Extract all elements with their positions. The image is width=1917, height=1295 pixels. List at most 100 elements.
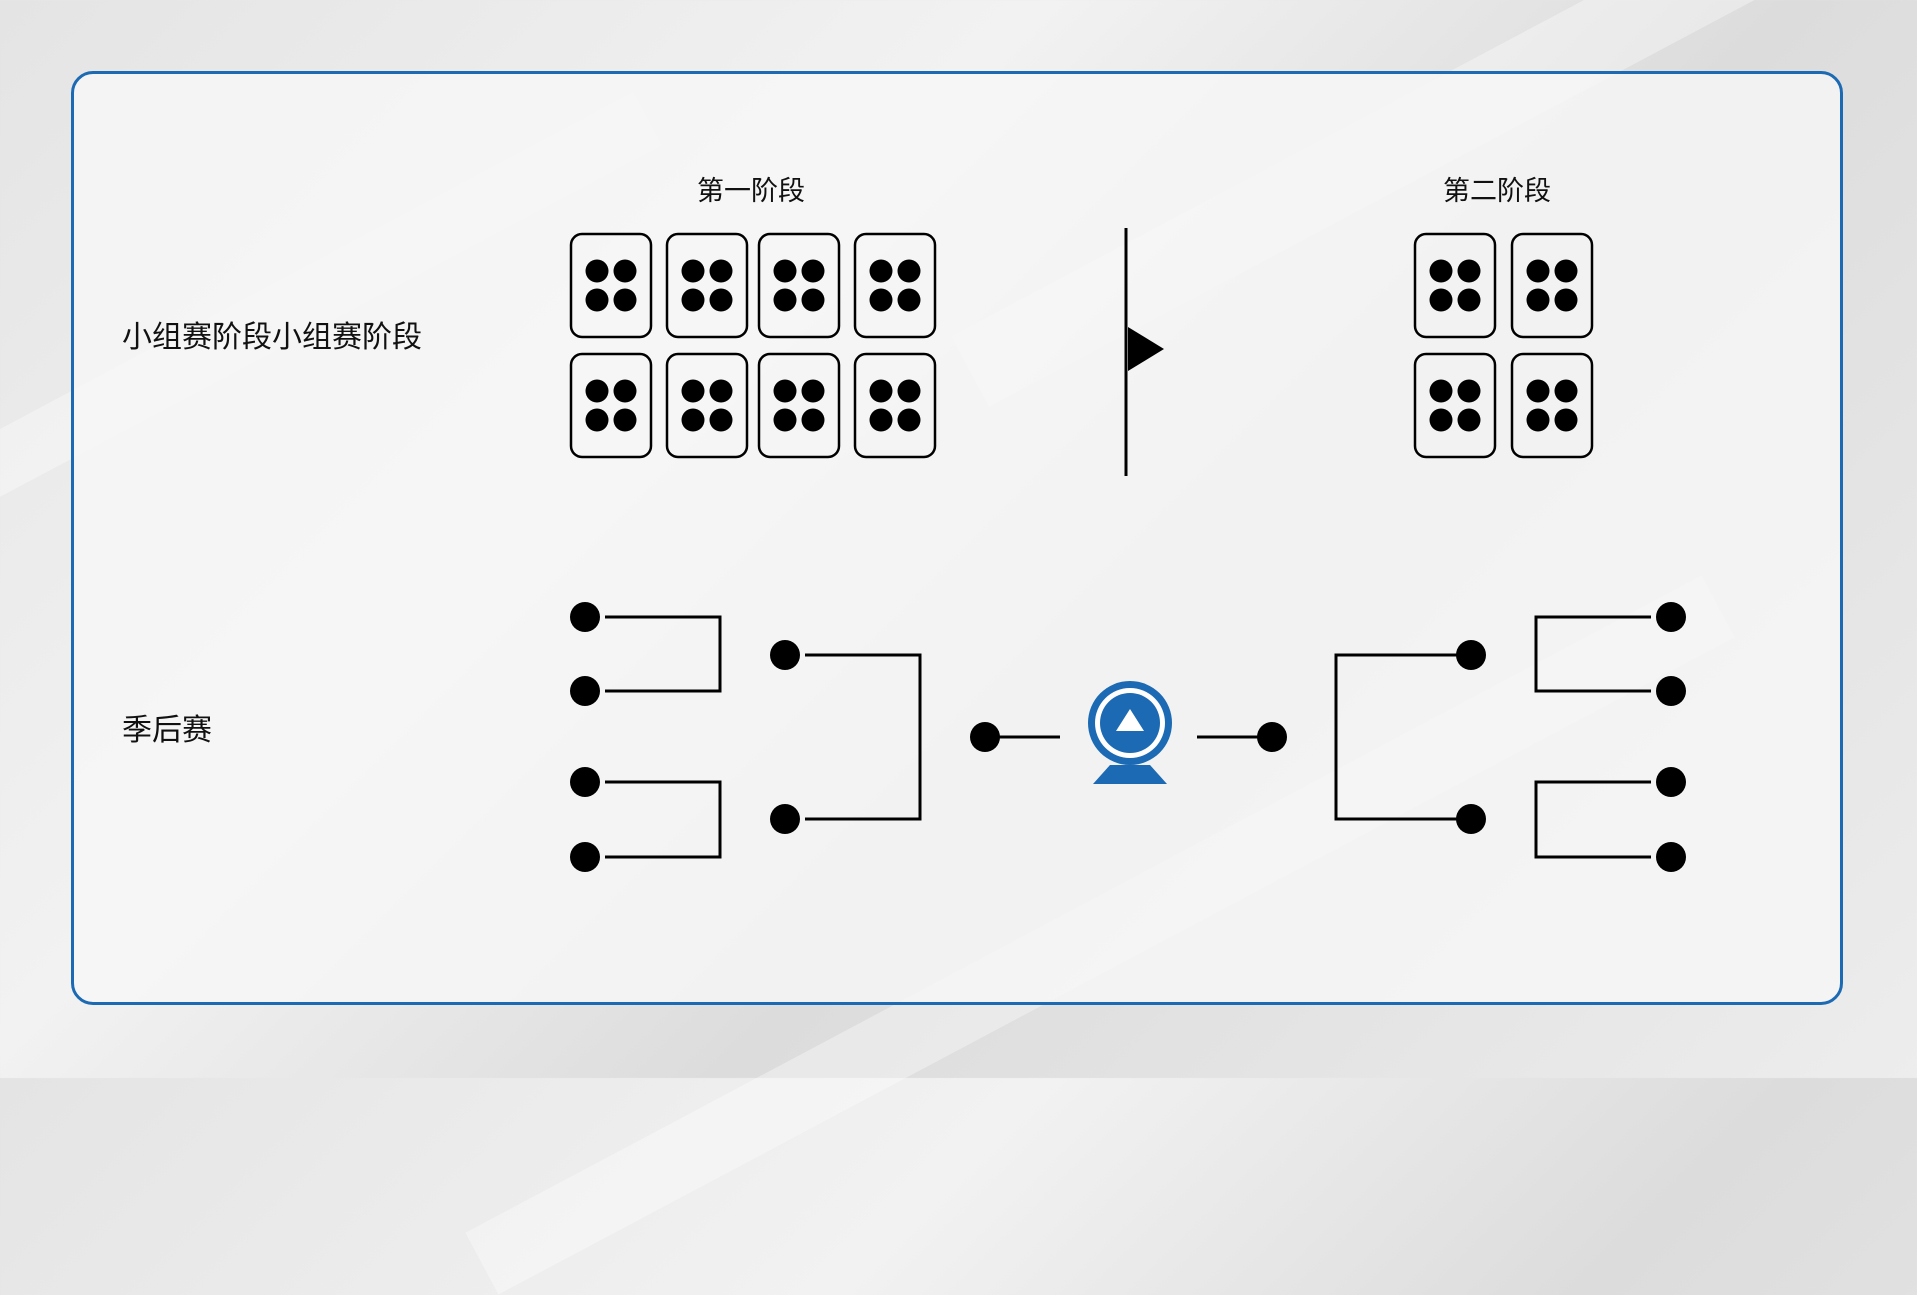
team-dot: [1554, 408, 1578, 432]
team-dot: [1457, 408, 1481, 432]
team-dot: [1429, 408, 1453, 432]
group-box-frame: [1413, 352, 1497, 459]
group-box-frame: [569, 232, 653, 339]
tournament-diagram: [569, 228, 1686, 872]
playoffs-title: 季后赛: [122, 713, 212, 748]
group-box-frame: [1510, 232, 1594, 339]
group-box: [1413, 232, 1497, 339]
team-dot: [897, 408, 921, 432]
bracket-node: [570, 842, 600, 872]
trophy-base: [1093, 765, 1167, 784]
team-dot: [585, 379, 609, 403]
bracket-node: [1656, 676, 1686, 706]
bracket-node: [570, 767, 600, 797]
team-dot: [1554, 379, 1578, 403]
group-box: [665, 352, 749, 459]
team-dot: [613, 379, 637, 403]
team-dot: [801, 288, 825, 312]
team-dot: [1429, 379, 1453, 403]
bracket-node: [570, 676, 600, 706]
team-dot: [773, 379, 797, 403]
group-box: [853, 232, 937, 339]
bracket-node: [970, 722, 1000, 752]
bracket-node: [770, 640, 800, 670]
bracket-node: [1656, 602, 1686, 632]
bracket-connector: [1534, 615, 1651, 693]
group-box-frame: [757, 232, 841, 339]
stage-1-groups: [569, 232, 937, 459]
team-dot: [585, 259, 609, 283]
team-dot: [709, 259, 733, 283]
team-dot: [1526, 408, 1550, 432]
trophy-icon: [1088, 681, 1172, 784]
bracket-node: [770, 804, 800, 834]
bracket-connector: [1534, 780, 1651, 859]
team-dot: [1526, 259, 1550, 283]
group-box: [853, 352, 937, 459]
team-dot: [613, 288, 637, 312]
team-dot: [801, 259, 825, 283]
playoff-bracket: [605, 615, 1651, 859]
team-dot: [897, 288, 921, 312]
team-dot: [681, 408, 705, 432]
stage-2-groups: [1413, 232, 1594, 459]
group-box: [665, 232, 749, 339]
team-dot: [613, 408, 637, 432]
group-box: [1510, 232, 1594, 339]
team-dot: [1554, 259, 1578, 283]
bracket-node: [1656, 842, 1686, 872]
group-box: [757, 352, 841, 459]
team-dot: [1429, 259, 1453, 283]
team-dot: [1554, 288, 1578, 312]
group-box: [569, 232, 653, 339]
group-box-frame: [569, 352, 653, 459]
group-box: [569, 352, 653, 459]
team-dot: [1429, 288, 1453, 312]
bracket-connector: [605, 780, 722, 859]
group-stage-title: 小组赛阶段小组赛阶段: [122, 320, 422, 355]
team-dot: [869, 379, 893, 403]
team-dot: [681, 379, 705, 403]
bracket-node: [1656, 767, 1686, 797]
bracket-connector: [1334, 653, 1460, 821]
team-dot: [681, 259, 705, 283]
team-dot: [1526, 379, 1550, 403]
team-dot: [1457, 288, 1481, 312]
team-dot: [585, 288, 609, 312]
team-dot: [801, 379, 825, 403]
team-dot: [869, 288, 893, 312]
bracket-connector: [805, 653, 922, 821]
team-dot: [709, 408, 733, 432]
team-dot: [773, 408, 797, 432]
team-dot: [613, 259, 637, 283]
bracket-node: [570, 602, 600, 632]
team-dot: [709, 288, 733, 312]
group-box-frame: [757, 352, 841, 459]
team-dot: [869, 259, 893, 283]
group-box-frame: [1413, 232, 1497, 339]
group-box-frame: [853, 352, 937, 459]
team-dot: [801, 408, 825, 432]
team-dot: [1457, 379, 1481, 403]
stage-2-label: 第二阶段: [1443, 176, 1551, 207]
team-dot: [897, 259, 921, 283]
group-box-frame: [665, 352, 749, 459]
team-dot: [1457, 259, 1481, 283]
group-box-frame: [1510, 352, 1594, 459]
bracket-node: [1257, 722, 1287, 752]
bracket-nodes: [570, 602, 1686, 872]
team-dot: [585, 408, 609, 432]
group-box-frame: [853, 232, 937, 339]
bracket-node: [1456, 804, 1486, 834]
bracket-node: [1456, 640, 1486, 670]
team-dot: [681, 288, 705, 312]
bracket-connector: [605, 615, 722, 693]
team-dot: [897, 379, 921, 403]
team-dot: [773, 259, 797, 283]
team-dot: [1526, 288, 1550, 312]
team-dot: [709, 379, 733, 403]
arrow-right-icon: [1128, 327, 1164, 371]
content-panel: [71, 71, 1843, 1005]
trophy-triangle: [1116, 709, 1144, 731]
stage-1-label: 第一阶段: [697, 176, 805, 207]
